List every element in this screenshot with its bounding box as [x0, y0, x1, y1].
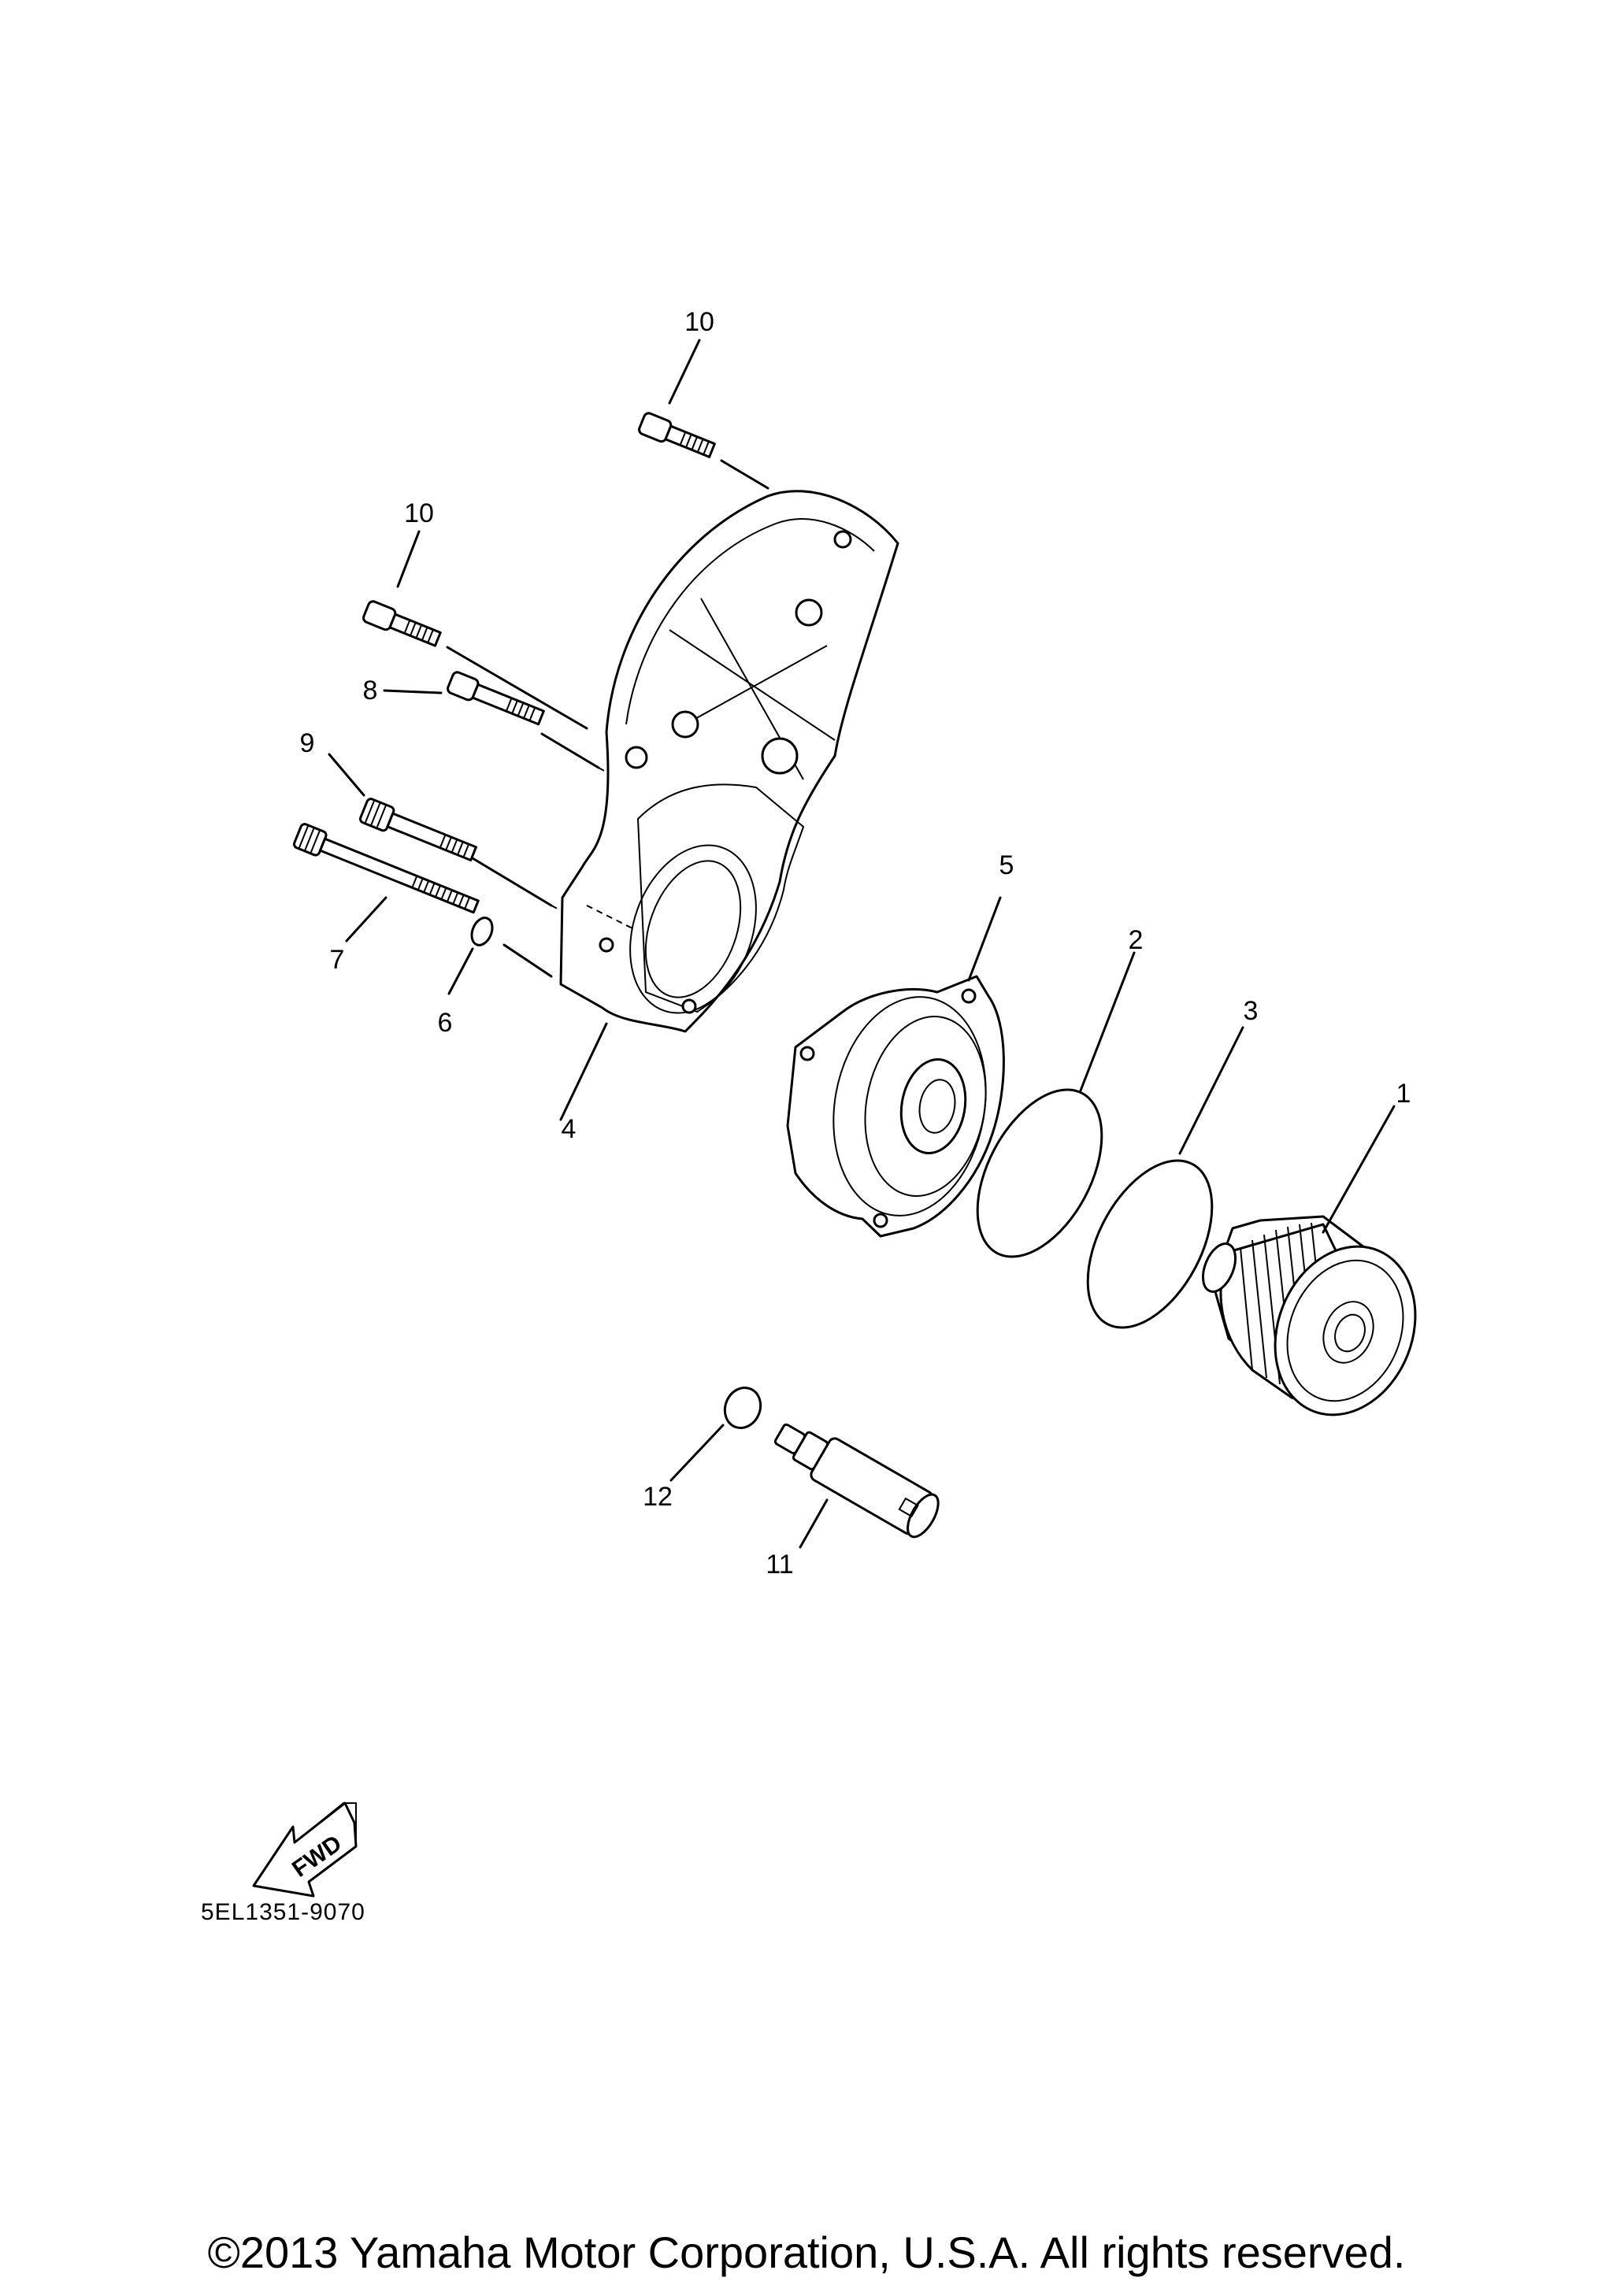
callout-12: 12 — [643, 1482, 673, 1512]
copyright-notice: ©2013 Yamaha Motor Corporation, U.S.A. A… — [208, 2227, 1406, 2277]
bolt-10-top[interactable] — [638, 412, 769, 490]
callout-5: 5 — [999, 850, 1014, 880]
o-ring-2[interactable] — [952, 951, 1136, 1277]
callout-6: 6 — [438, 1008, 453, 1038]
o-ring-12[interactable] — [669, 1383, 766, 1482]
callout-3: 3 — [1244, 996, 1259, 1026]
callout-10-top: 10 — [684, 307, 714, 337]
diagram-part-code: 5EL1351-9070 — [201, 1899, 365, 1925]
callout-7: 7 — [330, 945, 345, 975]
callout-11: 11 — [766, 1550, 793, 1579]
o-ring-3[interactable] — [1062, 1026, 1244, 1348]
oil-filter-cover-4[interactable] — [559, 490, 899, 1121]
relief-valve-11[interactable] — [768, 1413, 944, 1549]
callout-2: 2 — [1129, 925, 1144, 955]
forward-arrow-icon: FWD — [252, 1802, 358, 1898]
oil-filter-element-1[interactable] — [1196, 1105, 1440, 1436]
callout-9: 9 — [300, 728, 315, 758]
callout-1: 1 — [1396, 1079, 1411, 1109]
callout-10-second: 10 — [404, 498, 434, 528]
bolt-10-second[interactable] — [362, 600, 588, 730]
bolt-7[interactable] — [293, 823, 480, 942]
bolt-8[interactable] — [383, 671, 677, 812]
oil-filter-housing-5[interactable] — [786, 896, 1005, 1238]
callout-8: 8 — [363, 676, 378, 705]
callout-4: 4 — [562, 1114, 577, 1144]
o-ring-6[interactable] — [447, 915, 553, 995]
